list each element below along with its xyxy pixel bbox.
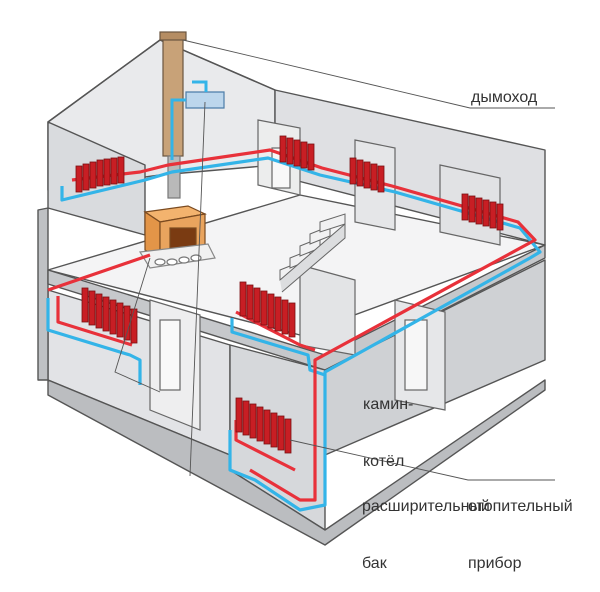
radiator-upper-left (75, 156, 125, 193)
heater-label-line-1: отопительный (468, 498, 573, 515)
chimney-label: дымоход (471, 89, 538, 106)
radiator-upper-middle (279, 135, 315, 171)
radiator-upper-right-2 (461, 193, 504, 231)
radiator-upper-right-1 (349, 157, 385, 193)
staircase (279, 213, 346, 293)
radiator-lower-left (81, 287, 138, 344)
boiler-label-line-1: камин- (363, 396, 414, 413)
chimney-leader (182, 39, 555, 109)
expansion-tank (170, 80, 225, 160)
tank-label-line-1: расширительный (362, 498, 490, 515)
callout-lines (114, 39, 555, 481)
heating-device-label: отопительный прибор (468, 459, 573, 592)
radiator-lower-middle (239, 281, 296, 338)
heating-system-diagram (37, 31, 555, 546)
radiator (75, 135, 504, 454)
boiler-label-line-2: котёл (363, 453, 405, 470)
radiator-lower-front (235, 397, 292, 454)
supply-pipes (47, 148, 537, 502)
boiler-leader (114, 257, 161, 393)
fireplace-boiler (138, 205, 216, 269)
heater-leader (289, 439, 555, 481)
chimney-pipe (159, 31, 187, 199)
tank-leader (189, 101, 206, 477)
boiler-label: камин- котёл (363, 357, 413, 490)
heater-label-line-2: прибор (468, 555, 522, 572)
